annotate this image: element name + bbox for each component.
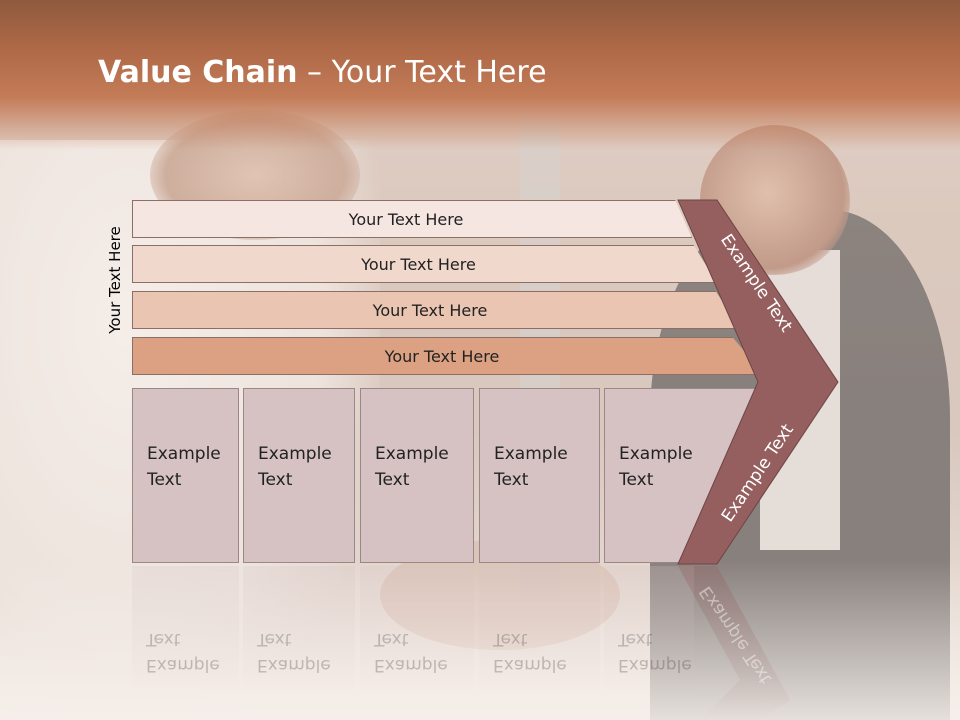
- title-band: [0, 0, 960, 150]
- support-strip-1: Your Text Here: [132, 200, 692, 238]
- chevron-shape: [677, 199, 839, 565]
- slide-title: Value Chain – Your Text Here: [98, 55, 547, 90]
- support-strip-3: Your Text Here: [132, 291, 740, 329]
- support-strip-2: Your Text Here: [132, 245, 717, 283]
- chevron-reflection: [678, 566, 790, 720]
- support-strip-4: Your Text Here: [132, 337, 764, 375]
